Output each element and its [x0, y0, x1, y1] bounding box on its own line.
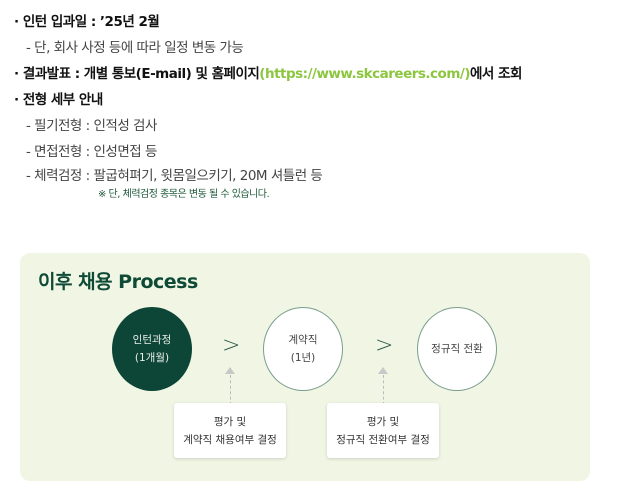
evaluation-line: 계약직 채용여부 결정: [183, 433, 277, 446]
written-test: - 필기전형 : 인적성 검사: [26, 118, 157, 134]
process-title: 이후 채용 Process: [38, 271, 198, 293]
dashed-connector: [230, 375, 231, 405]
step-label: 정규직 전환: [431, 343, 483, 355]
step-duration: (1년): [290, 352, 316, 364]
interview: - 면접전형 : 인성면접 등: [26, 144, 157, 160]
triangle-up-icon: [378, 367, 388, 374]
evaluation-box-permanent: 평가 및 정규직 전환여부 결정: [327, 403, 439, 458]
step-label: 인턴과정: [132, 334, 172, 346]
evaluation-box-contract: 평가 및 계약직 채용여부 결정: [174, 403, 286, 458]
result-announcement: · 결과발표 : 개별 통보(E-mail) 및 홈페이지(https://ww…: [14, 62, 522, 82]
intern-note: - 단, 회사 사정 등에 따라 일정 변동 가능: [26, 40, 244, 56]
step-permanent: 정규직 전환: [417, 307, 497, 391]
physical-note: ※ 단, 체력검정 종목은 변동 될 수 있습니다.: [98, 189, 270, 200]
intern-period: · 인턴 입과일 : ’25년 2월: [14, 14, 160, 30]
physical-test: - 체력검정 : 팔굽혀펴기, 윗몸일으키기, 20M 셔틀런 등: [26, 168, 323, 184]
detail-title: · 전형 세부 안내: [14, 92, 103, 108]
evaluation-line: 평가 및: [366, 415, 400, 428]
dashed-connector: [383, 375, 384, 405]
step-duration: (1개월): [134, 352, 170, 364]
careers-link[interactable]: (https://www.skcareers.com/): [259, 66, 470, 82]
result-suffix: 에서 조회: [470, 66, 522, 82]
chevron-right-icon: >: [375, 333, 394, 358]
step-intern: 인턴과정 (1개월): [112, 307, 192, 391]
step-label: 계약직: [288, 334, 318, 346]
triangle-up-icon: [225, 367, 235, 374]
chevron-right-icon: >: [222, 333, 241, 358]
process-panel: 이후 채용 Process 인턴과정 (1개월) > 계약직 (1년) > 정규…: [20, 253, 590, 481]
evaluation-line: 정규직 전환여부 결정: [336, 433, 430, 446]
result-prefix: · 결과발표 : 개별 통보(E-mail) 및 홈페이지: [14, 66, 260, 82]
evaluation-line: 평가 및: [213, 415, 247, 428]
step-contract: 계약직 (1년): [263, 307, 343, 391]
